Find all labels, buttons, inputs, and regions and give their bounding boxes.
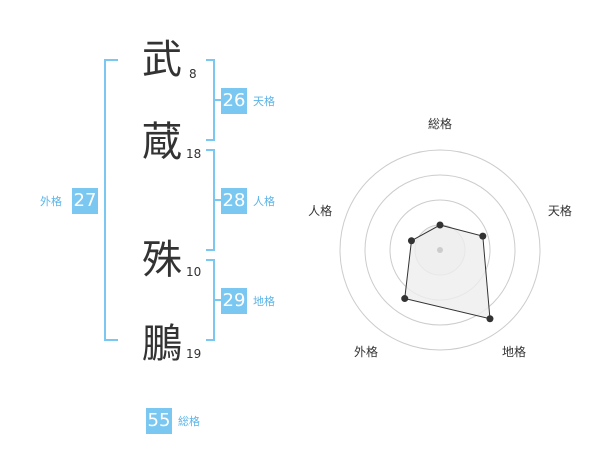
soukaku-label: 総格	[178, 415, 200, 428]
radar-axis-label-4: 外格	[353, 344, 378, 359]
radar-point-4	[401, 295, 409, 303]
tenkaku-label: 天格	[253, 95, 275, 108]
radar-axis-label-2: 天格	[547, 204, 572, 219]
radar-axis-label-3: 地格	[502, 344, 527, 359]
stroke-count-2: 18	[186, 147, 202, 161]
gaikaku-value-badge: 27	[72, 188, 98, 214]
name-char-3: 殊	[142, 237, 182, 283]
gaikaku-label: 外格	[40, 195, 62, 208]
radar-point-3	[486, 315, 494, 323]
gaikaku-bracket	[104, 59, 118, 341]
name-char-4: 鵬	[142, 321, 182, 367]
radar-data-polygon	[404, 224, 491, 320]
stroke-count-1: 8	[189, 67, 197, 81]
radar-axis-label-1: 総格	[428, 117, 453, 131]
stroke-count-4: 19	[186, 347, 202, 361]
radar-point-5	[407, 237, 415, 245]
radar-point-2	[479, 232, 487, 240]
radar-grid-ring	[339, 149, 541, 351]
name-char-1: 武	[142, 37, 182, 83]
stroke-count-3: 10	[186, 265, 202, 279]
soukaku-value-badge: 55	[146, 408, 172, 434]
jinkaku-value-badge: 28	[221, 188, 247, 214]
radar-grid-ring	[364, 174, 516, 326]
jinkaku-label: 人格	[253, 195, 275, 208]
name-char-2: 蔵	[142, 119, 182, 165]
tenkaku-value-badge: 26	[221, 88, 247, 114]
radar-axis-label-5: 人格	[308, 204, 333, 219]
radar-center-dot	[437, 247, 443, 253]
radar-point-1	[436, 221, 444, 229]
chikaku-value-badge: 29	[221, 288, 247, 314]
chikaku-label: 地格	[253, 295, 275, 308]
